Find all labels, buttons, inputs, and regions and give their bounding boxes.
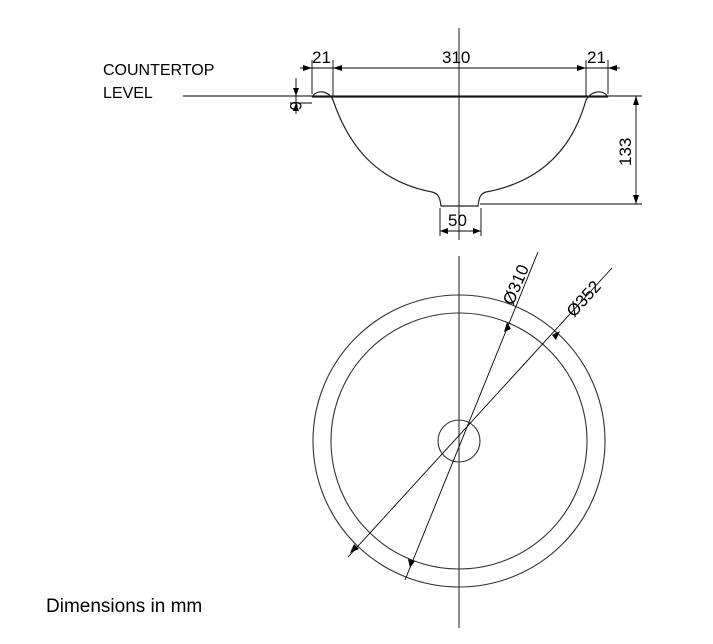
side-view: 21 310 21 6 133 50 COUNTERTOP LEVEL xyxy=(103,28,642,240)
arrow xyxy=(633,195,639,204)
arrow xyxy=(293,88,299,96)
outer-circle xyxy=(312,294,606,588)
countertop-label-line2: LEVEL xyxy=(103,85,153,102)
dim-drain: 50 xyxy=(448,211,467,230)
drain-circle xyxy=(437,419,481,463)
dim-outer-diameter: Ø352 xyxy=(563,277,605,321)
dim-depth: 133 xyxy=(616,138,635,166)
arrow xyxy=(577,65,586,71)
inner-circle xyxy=(330,312,588,570)
countertop-label-line1: COUNTERTOP xyxy=(103,62,214,79)
arrow xyxy=(608,65,617,71)
dim-rim-right: 21 xyxy=(587,48,606,67)
caption: Dimensions in mm xyxy=(46,596,202,617)
arrow xyxy=(473,228,481,234)
bowl-outline xyxy=(311,91,609,207)
dim-rim-height: 6 xyxy=(286,101,305,110)
dim-inner-width: 310 xyxy=(442,48,470,67)
dim-inner-diameter: Ø310 xyxy=(499,262,533,308)
inner-diameter-leader xyxy=(404,251,539,581)
arrow xyxy=(440,228,448,234)
top-view: Ø310 Ø352 xyxy=(312,251,613,628)
arrow xyxy=(350,544,359,553)
arrow xyxy=(333,65,342,71)
arrow xyxy=(408,559,415,568)
arrow xyxy=(552,331,560,340)
arrow xyxy=(303,65,312,71)
dim-rim-left: 21 xyxy=(312,48,331,67)
arrow xyxy=(504,322,511,332)
outer-diameter-leader xyxy=(347,267,613,558)
arrow xyxy=(633,96,639,105)
arrow xyxy=(293,103,299,111)
